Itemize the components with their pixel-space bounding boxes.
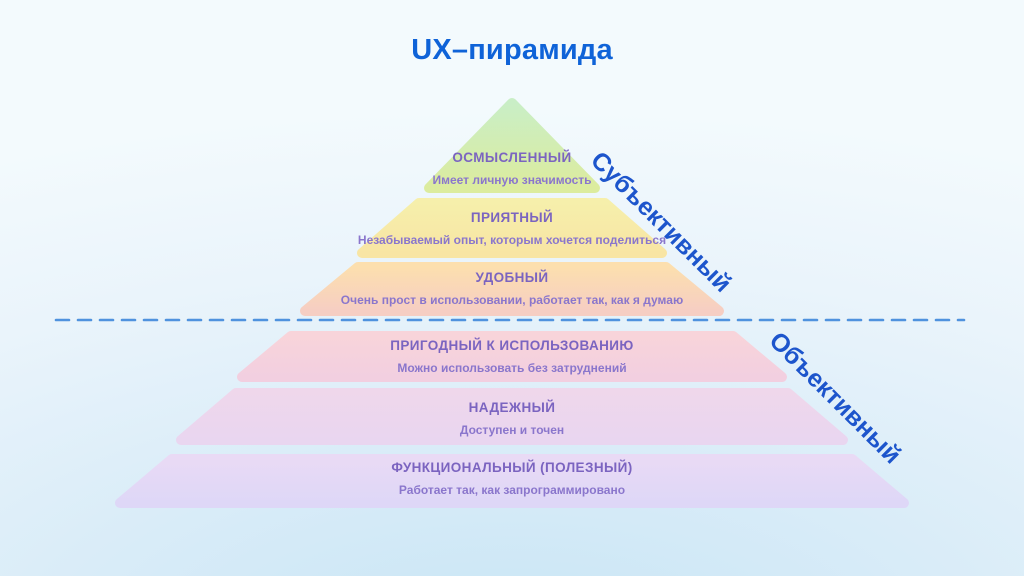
pyramid-level-4-shape — [237, 331, 787, 382]
pyramid-level-6-shape — [115, 454, 909, 508]
pyramid-level-1-shape — [424, 98, 600, 193]
page-title: UX–пирамида — [411, 34, 613, 66]
pyramid-level-3-shape — [300, 262, 724, 316]
pyramid-level-2-shape — [357, 198, 667, 258]
pyramid-level-5-shape — [176, 388, 848, 445]
